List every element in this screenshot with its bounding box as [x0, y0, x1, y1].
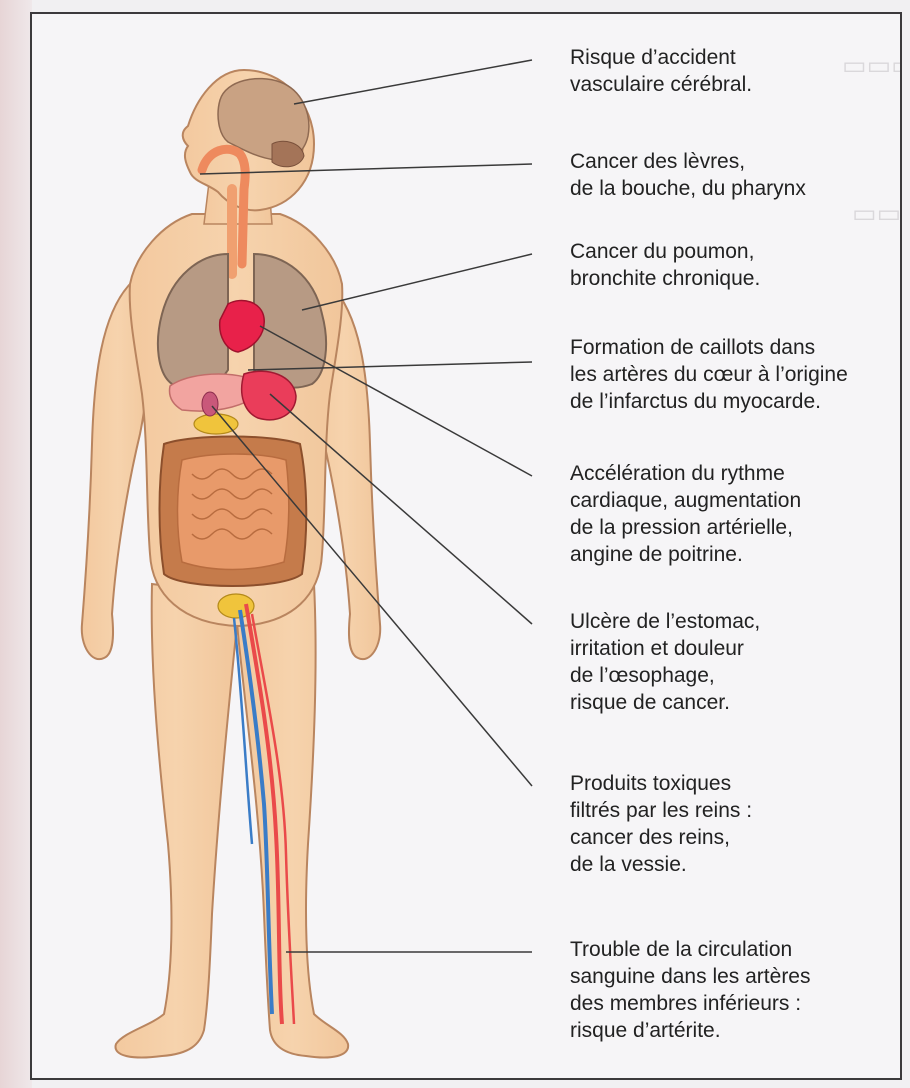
page-edge — [0, 0, 32, 1088]
annotation-clots: Formation de caillots dans les artères d… — [570, 334, 848, 415]
annotation-mouth: Cancer des lèvres, de la bouche, du phar… — [570, 148, 806, 202]
kidney — [202, 392, 218, 416]
figure-frame: ▭▭▭ ▭▭ — [30, 12, 902, 1080]
annotation-cerebral: Risque d’accident vasculaire cérébral. — [570, 44, 752, 98]
annotation-stomach: Ulcère de l’estomac, irritation et doule… — [570, 608, 760, 716]
annotation-heart-rate: Accélération du rythme cardiaque, augmen… — [570, 460, 801, 568]
gallbladder — [194, 414, 238, 434]
annotation-circulation: Trouble de la circulation sanguine dans … — [570, 936, 811, 1044]
annotation-kidneys: Produits toxiques filtrés par les reins … — [570, 770, 752, 878]
small-intestine — [178, 454, 289, 570]
leader-cerebral — [294, 60, 532, 104]
left-leg — [115, 584, 236, 1058]
annotation-lung: Cancer du poumon, bronchite chronique. — [570, 238, 760, 292]
